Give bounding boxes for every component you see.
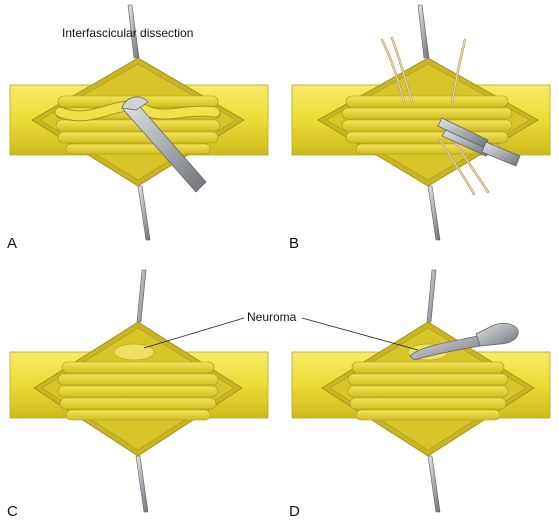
retractor-hook-top (426, 269, 437, 323)
suture-highlight (439, 139, 475, 195)
fascicle (347, 385, 509, 398)
panel-b: B (289, 4, 551, 252)
suture-highlight (453, 139, 489, 193)
retractor-hook-top (417, 4, 430, 59)
panel-letter-c: C (7, 503, 18, 520)
suture-highlight (451, 39, 466, 103)
panel-letter-d: D (289, 503, 300, 520)
fascicle (57, 131, 219, 144)
lifted-fascicle-highlight (55, 101, 220, 121)
fascicle (57, 385, 219, 398)
forceps-tip (121, 96, 149, 111)
retractor-hook-top (136, 269, 147, 323)
fascicles (57, 361, 219, 421)
retractor-hook-bottom (137, 185, 151, 241)
microscissors-handle (481, 141, 521, 167)
fascicle (61, 361, 215, 374)
panel-d: D (289, 269, 551, 520)
retractor-hook-top (127, 4, 140, 59)
neuroma-label: Neuroma (247, 310, 297, 324)
fascicle (355, 409, 501, 421)
fascicle (349, 397, 507, 410)
panel-letter-b: B (289, 235, 299, 252)
fascicle (65, 409, 211, 421)
fascicle (57, 373, 219, 386)
panel-a: A (7, 4, 269, 252)
fascicle (345, 95, 509, 108)
suture-highlight (381, 39, 405, 103)
panel-c: C (7, 269, 269, 520)
fascicle (59, 397, 217, 410)
microscissors-blade (441, 129, 491, 157)
fascicle (347, 373, 509, 386)
fascicle (65, 143, 211, 155)
retractor-hook-bottom (135, 455, 149, 513)
fascicle (341, 119, 513, 132)
neuroma-leader-left (143, 317, 245, 349)
fascicle (351, 361, 505, 374)
fascicle (341, 107, 513, 120)
panel-letter-a: A (7, 235, 17, 252)
neuroma-leader-right (301, 317, 419, 351)
interfascicular-dissection-label: Interfascicular dissection (62, 26, 193, 40)
fascicles (347, 361, 509, 421)
callouts: Interfascicular dissection Neuroma (62, 26, 419, 351)
retractor-hook-bottom (427, 185, 441, 241)
suture-highlight (391, 37, 413, 103)
retractor-hook-bottom (427, 455, 441, 513)
scalpel-handle (475, 323, 519, 347)
